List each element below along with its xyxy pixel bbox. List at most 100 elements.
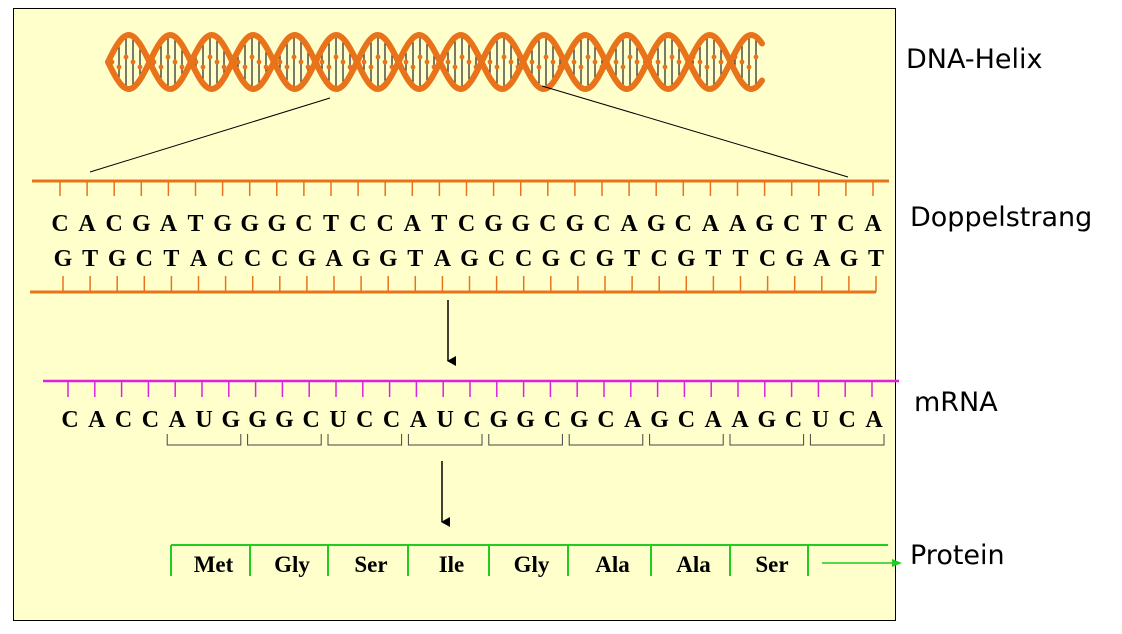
helix-base (326, 64, 332, 70)
dna-bottom-base: C (759, 246, 776, 272)
helix-base (221, 64, 227, 70)
dna-top-base: T (323, 211, 339, 237)
dna-bottom-base: C (136, 246, 153, 272)
dna-top-base: G (566, 211, 585, 237)
mrna-base: C (597, 407, 614, 433)
helix-base (550, 59, 556, 65)
helix-base (536, 64, 542, 70)
mrna-base: C (356, 407, 373, 433)
mrna-base: G (248, 407, 267, 433)
helix-base (585, 54, 591, 60)
helix-base (613, 59, 619, 65)
mrna-base: G (650, 407, 669, 433)
helix-base (319, 59, 325, 65)
codon-brackets (166, 434, 885, 446)
zoom-line-left (89, 97, 331, 173)
dna-bottom-base: G (541, 246, 560, 272)
dna-bottom-base: C (271, 246, 288, 272)
helix-base (487, 59, 493, 65)
dna-top-base: A (620, 211, 638, 237)
helix-base (620, 64, 626, 70)
amino-acid: Gly (274, 552, 310, 577)
helix-base (165, 54, 171, 60)
helix-base (410, 64, 416, 70)
codon-bracket (166, 434, 242, 446)
zoom-line-right (541, 85, 849, 178)
dna-bottom-base: C (217, 246, 234, 272)
dna-top-base: T (431, 211, 447, 237)
mrna-base: A (410, 407, 428, 433)
dna-top-base: G (267, 211, 286, 237)
dna-top-base: C (539, 211, 556, 237)
protein-arrowhead (892, 559, 902, 567)
codon-bracket (729, 434, 805, 446)
helix-base (466, 59, 472, 65)
helix-base (494, 64, 500, 70)
helix-base (340, 59, 346, 65)
helix-backbone-1 (105, 31, 765, 93)
mrna-base: C (115, 407, 132, 433)
helix-base (263, 64, 269, 70)
label-dna-helix: DNA-Helix (906, 44, 1043, 75)
mrna-base: G (570, 407, 589, 433)
label-mrna: mRNA (914, 387, 998, 418)
dna-top-base: T (187, 211, 203, 237)
amino-acid: Ala (595, 552, 630, 577)
dna-top-base: C (837, 211, 854, 237)
helix-base (284, 64, 290, 70)
dna-bottom-base: G (460, 246, 479, 272)
amino-acid: Gly (514, 552, 550, 577)
label-protein: Protein (910, 540, 1005, 571)
mrna-base: G (516, 407, 535, 433)
dna-top-base: T (811, 211, 827, 237)
dna-top-base: G (511, 211, 530, 237)
helix-base (676, 59, 682, 65)
helix-base (207, 54, 213, 60)
dna-top-base: C (51, 211, 68, 237)
helix-base (158, 64, 164, 70)
mrna-base: U (329, 407, 346, 433)
mrna-base: A (88, 407, 106, 433)
helix-base (298, 59, 304, 65)
helix-base (662, 64, 668, 70)
amino-acid: Ile (439, 552, 465, 577)
dna-top-base: C (783, 211, 800, 237)
dna-top-base: C (458, 211, 475, 237)
dna-top-base: G (213, 211, 232, 237)
dna-bottom-base: C (651, 246, 668, 272)
dna-bottom-base: T (82, 246, 98, 272)
helix-base (669, 54, 675, 60)
dna-bottom-base: A (325, 246, 343, 272)
helix-base (417, 54, 423, 60)
helix-base (445, 59, 451, 65)
dna-top-base: A (729, 211, 747, 237)
helix-base (333, 54, 339, 60)
dna-top-base: A (702, 211, 720, 237)
dna-top-base: C (377, 211, 394, 237)
helix-base (578, 64, 584, 70)
label-double-strand: Doppelstrang (910, 202, 1093, 233)
dna-bottom-base: T (732, 246, 748, 272)
dna-bottom-base: T (705, 246, 721, 272)
helix-base (277, 59, 283, 65)
helix-base (753, 54, 759, 60)
dna-bottom-base: C (488, 246, 505, 272)
helix-base (256, 59, 262, 65)
dna-helix-graphic (105, 31, 765, 93)
dna-bottom-base: T (163, 246, 179, 272)
mrna-base: C (544, 407, 561, 433)
dna-bottom-base: G (596, 246, 615, 272)
dna-top-base: C (675, 211, 692, 237)
dna-top-base: G (484, 211, 503, 237)
dna-top-base: C (593, 211, 610, 237)
helix-base (739, 59, 745, 65)
dna-bottom-base: G (298, 246, 317, 272)
dna-top-base: G (755, 211, 774, 237)
dna-top-base: A (78, 211, 96, 237)
dna-bottom-base: G (840, 246, 859, 272)
dna-bottom-base: C (244, 246, 261, 272)
helix-base (627, 54, 633, 60)
amino-acid: Ala (676, 552, 711, 577)
mrna-base: A (624, 407, 642, 433)
amino-acid: Ser (755, 552, 788, 577)
